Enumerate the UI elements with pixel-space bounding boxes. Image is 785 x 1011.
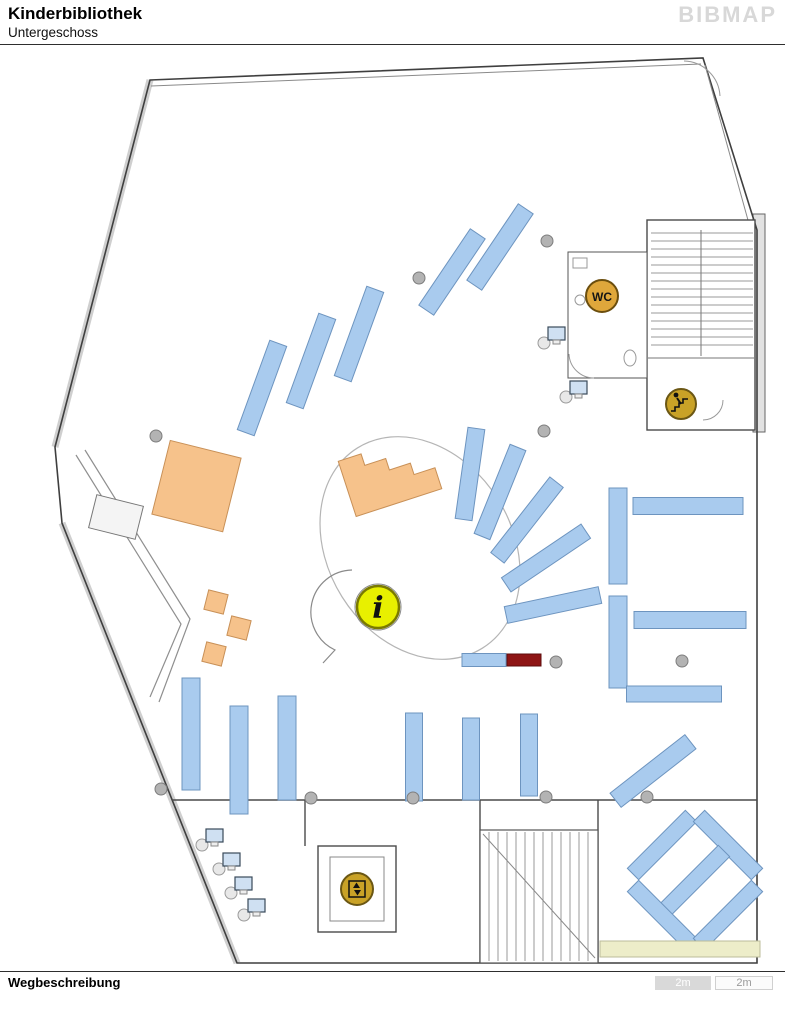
wc-room	[567, 251, 648, 379]
column	[640, 790, 654, 804]
shelf	[461, 653, 507, 667]
door-arcs	[568, 60, 724, 421]
keyboard-icon	[552, 339, 561, 345]
play-table	[203, 589, 229, 615]
footer: Wegbeschreibung 2m 2m	[0, 971, 785, 1011]
wall-niche	[87, 494, 145, 540]
computer-workstation	[224, 876, 253, 900]
floor-subtitle: Untergeschoss	[8, 25, 99, 40]
scale-segment: 2m	[655, 976, 711, 990]
column	[537, 424, 551, 438]
chair	[537, 336, 551, 350]
monitor-icon	[205, 828, 224, 843]
bibmap-logo: BIBMAP	[678, 2, 777, 27]
shelf	[608, 595, 628, 689]
window-wall-lines	[150, 63, 752, 232]
shelf	[632, 497, 744, 515]
chair	[559, 390, 573, 404]
floor-mat	[599, 940, 761, 958]
shelf	[490, 476, 564, 564]
stairwell-upper	[646, 219, 756, 431]
shelf	[285, 312, 337, 410]
info-label: i	[372, 591, 383, 626]
computer-workstation	[537, 326, 566, 350]
column	[549, 655, 563, 669]
shelf	[181, 677, 201, 791]
column	[154, 782, 168, 796]
computers-layer	[195, 326, 588, 922]
page-title: Kinderbibliothek	[8, 4, 143, 23]
shelf	[503, 586, 603, 624]
wc-label: WC	[592, 290, 612, 304]
chair	[237, 908, 251, 922]
monitor-icon	[234, 876, 253, 891]
shelf	[466, 203, 534, 291]
monitor-icon	[569, 380, 588, 395]
shelves-layer	[181, 203, 764, 951]
monitor-icon	[247, 898, 266, 913]
shelf	[608, 487, 628, 585]
keyboard-icon	[210, 841, 219, 847]
highlighted-shelf	[506, 653, 542, 667]
shelf	[626, 685, 722, 703]
keyboard-icon	[252, 911, 261, 917]
shelf	[609, 733, 697, 809]
play-mat	[151, 439, 242, 533]
shelf	[333, 285, 385, 383]
column	[406, 791, 420, 805]
chair	[224, 886, 238, 900]
stairwell-lower	[479, 829, 599, 964]
wc-icon[interactable]: WC	[585, 279, 619, 313]
computer-workstation	[212, 852, 241, 876]
chair	[195, 838, 209, 852]
shelf	[500, 523, 592, 593]
columns-layer	[149, 234, 689, 805]
shelf	[236, 339, 288, 437]
keyboard-icon	[227, 865, 236, 871]
computer-workstation	[559, 380, 588, 404]
elevator-icon[interactable]	[340, 872, 374, 906]
info-icon[interactable]: i	[354, 583, 402, 631]
shelf	[229, 705, 249, 815]
shelf	[418, 228, 486, 316]
shelf	[462, 717, 480, 801]
column	[412, 271, 426, 285]
computer-workstation	[237, 898, 266, 922]
scale-bar: 2m 2m	[655, 976, 773, 990]
column	[304, 791, 318, 805]
column	[539, 790, 553, 804]
keyboard-icon	[239, 889, 248, 895]
keyboard-icon	[574, 393, 583, 399]
play-furniture	[151, 439, 443, 667]
play-table	[201, 641, 227, 667]
shelf	[454, 426, 486, 522]
play-table	[226, 615, 252, 641]
shelf	[405, 712, 423, 802]
scale-segment: 2m	[715, 976, 773, 990]
stairs-person-icon[interactable]	[665, 388, 697, 420]
column	[675, 654, 689, 668]
shelf	[633, 611, 747, 629]
shelf	[277, 695, 297, 801]
monitor-icon	[547, 326, 566, 341]
shelf	[626, 809, 698, 881]
shelf	[473, 443, 527, 541]
info-desk	[310, 569, 353, 664]
monitor-icon	[222, 852, 241, 867]
column	[149, 429, 163, 443]
chair	[212, 862, 226, 876]
computer-workstation	[195, 828, 224, 852]
wegbeschreibung-label: Wegbeschreibung	[8, 975, 121, 990]
column	[540, 234, 554, 248]
central-stairs	[337, 453, 443, 518]
shelf	[520, 713, 538, 797]
header: Kinderbibliothek Untergeschoss BIBMAP	[0, 0, 785, 45]
